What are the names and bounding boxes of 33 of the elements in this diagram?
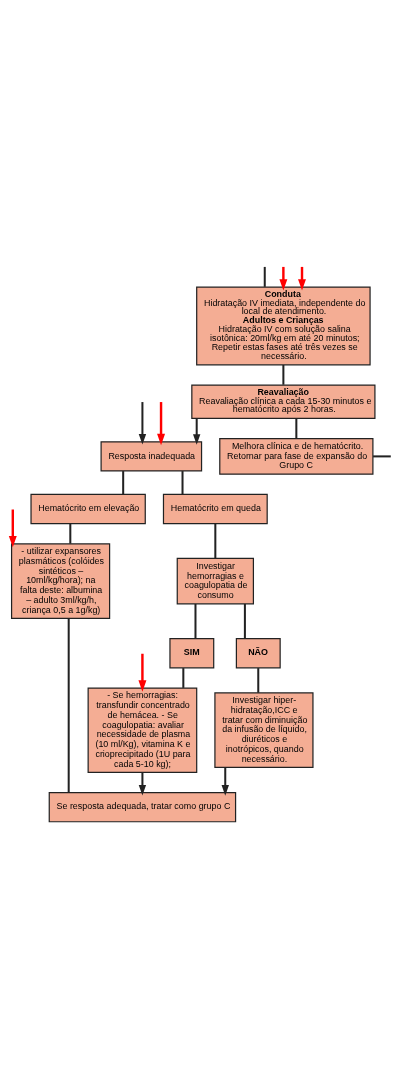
arrow [221,767,229,796]
connector [295,418,298,439]
connector [373,455,391,458]
connector [194,603,197,639]
arrow [279,266,288,291]
arrow [138,402,147,445]
connector [263,266,266,287]
arrow [8,509,17,548]
connector [182,668,185,688]
node-box: NÃO [235,638,281,669]
arrow [157,402,166,446]
node-box: Hematócrito em elevação [30,493,146,525]
node-box: Resposta inadequada [100,441,203,472]
node-box: Melhora clínica e de hematócrito. Retornar para fase de expansão do Grupo C [219,437,374,475]
connector [181,471,184,495]
node-box: Conduta Hidratação IV imediata, independente do local de atendimento. Adultos e Crianças Hidratação IV com solução salina isotônica: 20ml/kg em até 20 minutos; Repetir estas fases até três vezes se necessário. [196,286,371,366]
connector [243,603,246,639]
node-box: Investigar hiper-hidratação,ICC e tratar com diminuição da infusão de líquido, diuréticos e inotrópicos, quando necessário. [214,692,314,769]
connector [122,471,125,495]
node-box: Hematócrito em queda [162,493,268,525]
arrow [193,418,201,445]
connector [257,668,260,693]
node-box: - utilizar expansores plasmáticos (colóides sintéticos – 10ml/kg/hora); na falta deste: albumina – adulto 3ml/kg/h, criança 0,5 a 1g/kg) [10,543,111,620]
node-box: - Se hemorragias: transfundir concentrado de hemácea. - Se coagulopatia: avaliar necessidade de plasma (10 ml/Kg), vitamina K e crioprecipitado (1U para cada 5-10 kg); [87,687,198,773]
node-box: Reavaliação Reavaliação clínica a cada 15-30 minutos e hematócrito após 2 horas. [191,384,376,419]
connector [282,364,285,385]
arrow [138,653,147,692]
node-box: SIM [169,638,215,669]
connector [67,618,70,793]
node-box: Se resposta adequada, tratar como grupo C [48,792,237,823]
node-box: Investigar hemorragias e coagulopatia de consumo [176,557,254,605]
connector [214,523,217,559]
connector [69,523,72,544]
